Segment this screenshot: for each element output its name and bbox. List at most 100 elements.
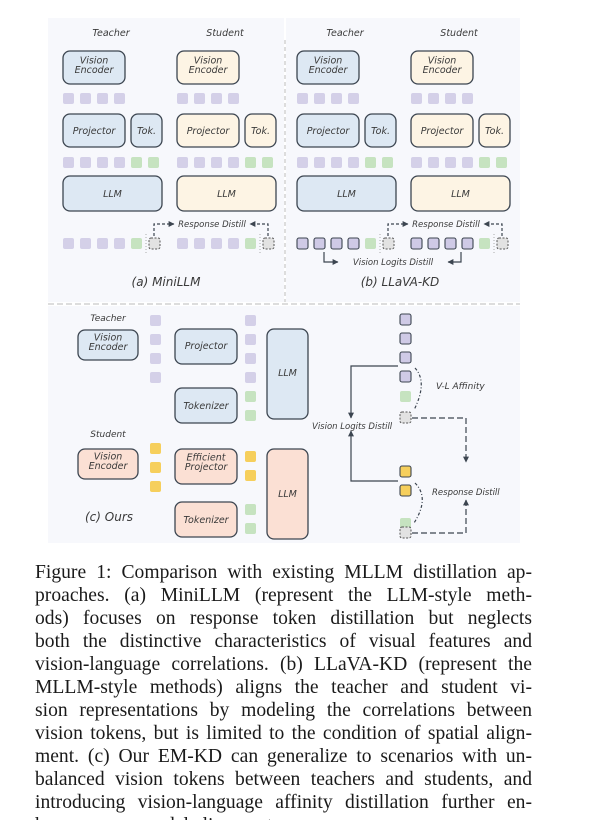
teacher-vision-token xyxy=(245,315,256,326)
teacher-tokenizer-label: Tok. xyxy=(137,126,156,137)
caption-line: MLLM-style methods) aligns the teacher a… xyxy=(35,677,532,698)
teacher-llm xyxy=(62,175,163,212)
caption-line: sion representations by modeling the cor… xyxy=(35,700,532,721)
response-distill-label: Response Distill xyxy=(178,220,246,230)
output-text-token xyxy=(479,238,490,249)
text-token xyxy=(365,157,376,168)
student-output-vision-token xyxy=(399,484,412,497)
teacher-vision-token xyxy=(245,353,256,364)
output-vision-token xyxy=(177,238,188,249)
student-tokenizer-label: Tok. xyxy=(485,126,504,137)
caption-line: vision-language correlations. (b) LLaVA-… xyxy=(35,654,532,675)
teacher-vision-token xyxy=(150,315,161,326)
teacher-vision-token xyxy=(245,372,256,383)
vision-token xyxy=(462,157,473,168)
student-tokenizer xyxy=(174,501,238,538)
output-vision-token xyxy=(313,237,326,250)
student-output-vision-token xyxy=(399,465,412,478)
teacher-label: Teacher xyxy=(326,28,364,39)
vision-logits-distill-arrow-student xyxy=(348,430,398,482)
vision-token xyxy=(228,157,239,168)
student-tokenizer xyxy=(478,113,511,148)
student-llm-label: LLM xyxy=(278,489,297,500)
response-distill-arrow-teacher xyxy=(153,221,175,236)
response-distill-label: Response Distill xyxy=(412,220,480,230)
vision-token xyxy=(177,93,188,104)
teacher-tokenizer-label: Tok. xyxy=(371,126,390,137)
student-tokenizer-label: Tokenizer xyxy=(183,515,229,526)
response-token xyxy=(382,237,395,250)
output-vision-token xyxy=(444,237,457,250)
text-token xyxy=(131,157,142,168)
student-projector-label: Projector xyxy=(421,126,465,137)
vision-token xyxy=(462,93,473,104)
student-vision-token xyxy=(150,462,161,473)
output-vision-token xyxy=(347,237,360,250)
vision-token xyxy=(445,157,456,168)
response-token xyxy=(496,237,509,250)
vision-token xyxy=(177,157,188,168)
student-text-token xyxy=(245,523,256,534)
teacher-vision-token xyxy=(150,372,161,383)
student-projector-label: Projector xyxy=(187,126,231,137)
vision-logits-distill-arrow-teacher xyxy=(348,365,398,419)
student-llm-label: LLM xyxy=(451,189,470,200)
text-token xyxy=(245,157,256,168)
teacher-text-token xyxy=(245,410,256,421)
vision-token xyxy=(211,93,222,104)
teacher-llm-label: LLM xyxy=(278,368,297,379)
vision-token xyxy=(211,157,222,168)
vision-token xyxy=(194,93,205,104)
vision-token xyxy=(194,157,205,168)
student-vision-token xyxy=(245,470,256,481)
teacher-response-token xyxy=(399,411,412,424)
student-projector xyxy=(176,113,240,148)
vision-token xyxy=(80,157,91,168)
vision-logits-distill-label: Vision Logits Distill xyxy=(353,258,434,268)
output-vision-token xyxy=(330,237,343,250)
vision-token xyxy=(80,93,91,104)
student-vision-encoder xyxy=(176,50,240,85)
output-text-token xyxy=(131,238,142,249)
panel-caption: (c) Ours xyxy=(85,510,133,524)
vision-token xyxy=(297,93,308,104)
teacher-projector xyxy=(296,113,360,148)
caption-line: ment. (c) Our EM-KD can generalize to sc… xyxy=(35,746,532,767)
vision-token xyxy=(411,157,422,168)
student-llm xyxy=(176,175,277,212)
teacher-projector-label: Projector xyxy=(73,126,117,137)
teacher-output-text-token xyxy=(400,391,411,402)
student-efficient-projector xyxy=(174,448,238,485)
student-llm xyxy=(410,175,511,212)
output-vision-token xyxy=(228,238,239,249)
vision-token xyxy=(97,157,108,168)
caption-line: ods) focuses on response token distillat… xyxy=(35,608,532,629)
vision-token xyxy=(114,93,125,104)
student-tokenizer-label: Tok. xyxy=(251,126,270,137)
teacher-vision-token xyxy=(150,334,161,345)
teacher-vision-encoder xyxy=(62,50,126,85)
vision-logits-distill-arrow-teacher xyxy=(323,252,339,265)
vision-token xyxy=(297,157,308,168)
teacher-projector xyxy=(174,328,238,365)
vision-logits-distill-label: Vision Logits Distill xyxy=(312,422,393,432)
teacher-tokenizer xyxy=(364,113,397,148)
output-vision-token xyxy=(114,238,125,249)
text-token xyxy=(148,157,159,168)
caption-line: Figure 1: Comparison with existing MLLM … xyxy=(35,562,532,583)
teacher-projector xyxy=(62,113,126,148)
figure-caption: Figure 1: Comparison with existing MLLM … xyxy=(35,561,532,820)
panel-caption: (a) MiniLLM xyxy=(132,275,202,289)
student-response-token xyxy=(399,526,412,539)
response-distill-arrow-student xyxy=(412,499,469,534)
teacher-vision-token xyxy=(150,353,161,364)
vision-token xyxy=(348,157,359,168)
student-llm-label: LLM xyxy=(217,189,236,200)
teacher-text-token xyxy=(245,391,256,402)
response-token xyxy=(148,237,161,250)
output-vision-token xyxy=(427,237,440,250)
